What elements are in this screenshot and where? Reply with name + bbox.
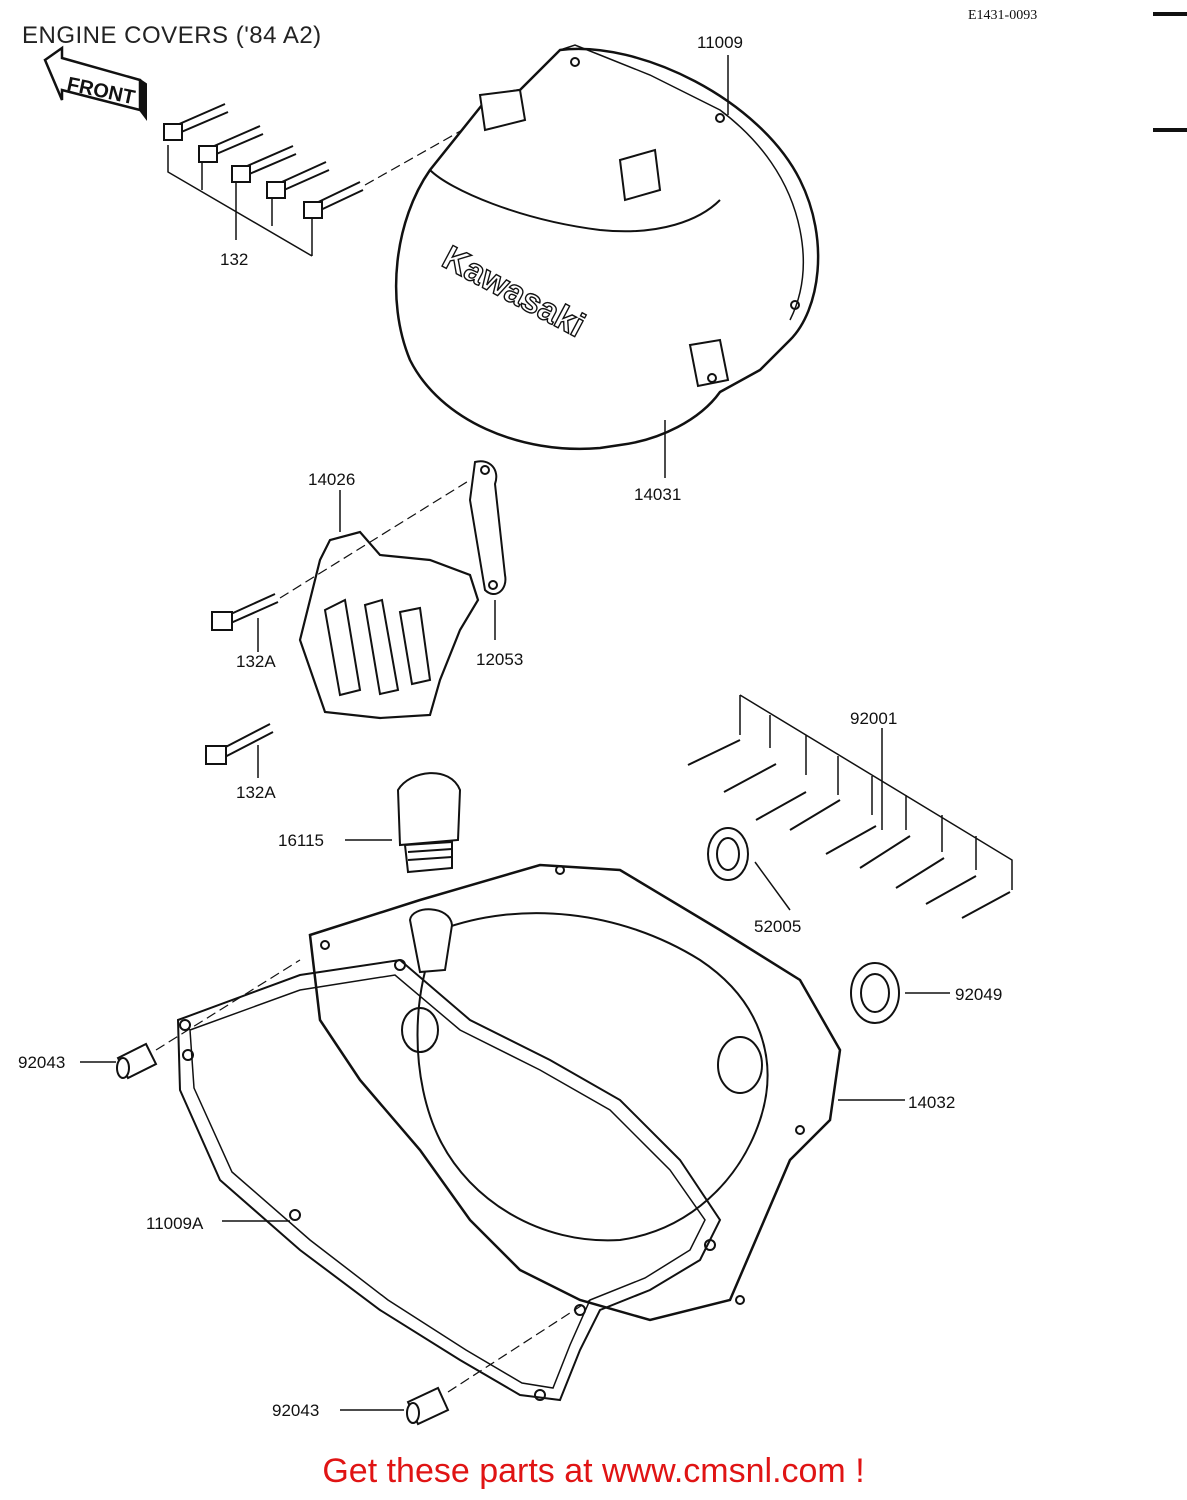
label-92043-lower: 92043 xyxy=(272,1401,319,1420)
label-92049: 92049 xyxy=(955,985,1002,1004)
oil-seal-52005 xyxy=(707,827,791,911)
edge-mark xyxy=(1153,128,1187,132)
front-arrow-icon: FRONT xyxy=(43,45,147,121)
bolt-132A-lower xyxy=(205,723,274,778)
label-12053: 12053 xyxy=(476,650,523,669)
label-92043-upper: 92043 xyxy=(18,1053,65,1072)
label-16115: 16115 xyxy=(278,831,324,850)
clutch-cover-14031: Kawasaki xyxy=(394,44,820,451)
dowel-pin-92043-lower xyxy=(340,1299,591,1426)
sprocket-cover-14026 xyxy=(298,460,507,720)
label-132A-lower: 132A xyxy=(236,783,276,802)
cta-link[interactable]: Get these parts at www.cmsnl.com ! xyxy=(322,1452,865,1490)
label-14031: 14031 xyxy=(634,485,681,504)
label-92001: 92001 xyxy=(850,709,897,728)
label-132A-upper: 132A xyxy=(236,652,276,671)
dowel-pin-92043-upper xyxy=(80,959,301,1080)
crankcase-cover-14032 xyxy=(308,863,905,1322)
label-14026: 14026 xyxy=(308,470,355,489)
oil-seal-92049 xyxy=(850,962,950,1024)
filler-cap-16115 xyxy=(345,772,462,874)
label-14032: 14032 xyxy=(908,1093,955,1112)
diagram-code: E1431-0093 xyxy=(968,8,1038,23)
label-132: 132 xyxy=(220,250,248,269)
gasket-11009A xyxy=(176,958,722,1402)
page-title: ENGINE COVERS ('84 A2) xyxy=(22,22,322,49)
bolt-92001-group xyxy=(687,694,1013,919)
exploded-parts-diagram: FRONT 132 Kawasaki xyxy=(18,33,1013,1426)
label-11009: 11009 xyxy=(697,33,743,52)
edge-mark xyxy=(1153,12,1187,16)
bolt-132A-upper xyxy=(211,479,471,652)
label-11009A: 11009A xyxy=(146,1214,204,1233)
bolt-132-group: 132 xyxy=(163,103,481,269)
label-52005: 52005 xyxy=(754,917,801,936)
